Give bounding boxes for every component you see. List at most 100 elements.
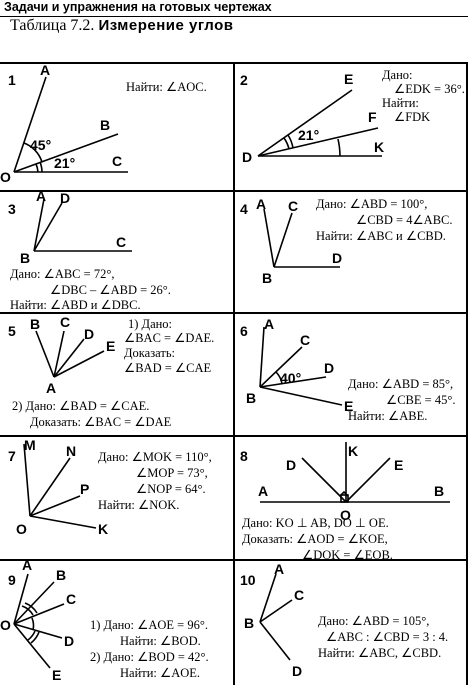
point-label: O [16, 521, 27, 537]
geometry-figure: E F K D 21° [242, 71, 384, 165]
point-label: D [292, 663, 302, 679]
point-label: A [22, 557, 32, 573]
point-label: K [348, 443, 358, 459]
problem-grid: 1 Найти: ∠AOC. A B C O 45° 21° 2 Дано: ∠… [0, 62, 468, 685]
problem-text-line: Доказать: ∠AOD = ∠KOE, [242, 532, 388, 546]
problem-text-line: Доказать: [124, 346, 176, 360]
point-label: C [116, 234, 126, 250]
problem-text-line: Найти: ∠AOE. [120, 666, 201, 680]
table-label: Таблица 7.2. [10, 17, 95, 34]
problem-text-line: Найти: ∠ABC и ∠CBD. [316, 229, 446, 243]
problem-cell-10: 10 Дано: ∠ABD = 105°, ∠ABC : ∠CBD = 3 : … [234, 560, 466, 685]
problem-text-line: ∠DOK = ∠EOB. [302, 548, 393, 562]
geometry-figure: A B C O 45° 21° [0, 62, 128, 185]
problem-text-line: ∠FDK [394, 110, 431, 124]
point-label: A [264, 316, 274, 332]
point-label: B [56, 567, 66, 583]
point-label: B [246, 390, 256, 406]
geometry-figure: B C D E A [30, 314, 115, 396]
problem-number: 1 [8, 72, 16, 88]
problem-text-line: Найти: ∠ABC, ∠CBD. [318, 646, 442, 660]
problem-text-line: ∠BAC = ∠DAE. [124, 331, 215, 345]
point-label: C [300, 332, 310, 348]
header-rule [0, 16, 468, 17]
geometry-figure: A C B D [256, 196, 342, 286]
point-label: C [294, 587, 304, 603]
point-label: B [20, 250, 30, 266]
section-title: Задачи и упражнения на готовых чертежах [4, 0, 272, 14]
problem-text-line: Дано: ∠ABC = 72°, [10, 267, 115, 281]
point-label: B [262, 270, 272, 286]
point-label: E [52, 667, 61, 683]
geometry-figure: A C B D [244, 561, 304, 679]
problem-cell-3: 3 Дано: ∠ABC = 72°, ∠DBC – ∠ABD = 26°. Н… [0, 188, 233, 312]
point-label: O [0, 617, 11, 633]
problem-text-line: Дано: ∠MOK = 110°, [98, 450, 212, 464]
point-label: D [64, 633, 74, 649]
geometry-figure: M N P K O [16, 437, 108, 537]
problem-text-line: Найти: ∠NOK. [98, 498, 180, 512]
page-header: Задачи и упражнения на готовых чертежах … [0, 0, 468, 34]
point-label: B [244, 615, 254, 631]
problem-text-line: Найти: ∠ABD и ∠DBC. [10, 298, 141, 312]
problem-cell-9: 9 1) Дано: ∠AOE = 96°. Найти: ∠BOD. 2) Д… [0, 557, 233, 685]
problem-number: 10 [240, 572, 256, 588]
point-label: E [106, 338, 115, 354]
problem-text-line: Найти: ∠ABE. [348, 409, 428, 423]
angle-label: 40° [280, 370, 301, 386]
problem-text-line: 2) Дано: ∠BAD = ∠CAE. [12, 399, 150, 413]
point-label: E [344, 71, 353, 87]
point-label: C [60, 314, 70, 330]
point-label: O [0, 169, 11, 185]
problem-text-line: 1) Дано: ∠AOE = 96°. [90, 618, 208, 632]
point-label: C [288, 198, 298, 214]
point-label: K [374, 139, 384, 155]
point-label: O [340, 507, 351, 523]
table-title: Таблица 7.2. Измерение углов [10, 17, 233, 35]
angle-label: 21° [298, 127, 319, 143]
point-label: D [60, 190, 70, 206]
point-label: M [24, 437, 36, 453]
problem-cell-8: 8 Дано: KO ⊥ AB, DO ⊥ OE. Доказать: ∠AOD… [234, 436, 466, 562]
point-label: A [46, 380, 56, 396]
problem-text-line: Найти: ∠AOC. [126, 80, 207, 94]
angle-label: 45° [30, 137, 51, 153]
problem-number: 4 [240, 201, 248, 217]
problem-text-line: Дано: ∠ABD = 100°, [316, 197, 428, 211]
problem-text-line: ∠ABC : ∠CBD = 3 : 4. [326, 630, 449, 644]
point-label: D [286, 457, 296, 473]
point-label: A [274, 561, 284, 577]
grid-divider-row-2 [0, 312, 468, 314]
problem-cell-1: 1 Найти: ∠AOC. A B C O 45° 21° [0, 62, 233, 190]
grid-divider-vertical [233, 62, 235, 685]
problem-text-line: Дано: ∠ABD = 105°, [318, 614, 430, 628]
point-label: B [100, 117, 110, 133]
problem-text-line: Найти: [382, 96, 419, 110]
point-label: P [80, 481, 89, 497]
problem-number: 9 [8, 572, 16, 588]
problem-cell-4: 4 Дано: ∠ABD = 100°, ∠CBD = 4∠ABC. Найти… [234, 191, 466, 312]
problem-number: 7 [8, 448, 16, 464]
point-label: A [40, 62, 50, 78]
problem-text-line: 2) Дано: ∠BOD = 42°. [90, 650, 209, 664]
point-label: D [324, 360, 334, 376]
problem-cell-7: 7 Дано: ∠MOK = 110°, ∠MOP = 73°, ∠NOP = … [0, 436, 233, 559]
problem-text-line: ∠CBD = 4∠ABC. [356, 213, 453, 227]
point-label: D [242, 149, 252, 165]
table-name: Измерение углов [98, 17, 234, 34]
problem-text-line: ∠EDK = 36°. [394, 82, 465, 96]
point-label: A [256, 196, 266, 212]
geometry-figure: A B C D E O [0, 557, 76, 683]
problem-text-line: Дано: ∠ABD = 85°, [348, 377, 454, 391]
geometry-figure: D K E A O B [258, 442, 450, 523]
geometry-figure: A C D E B 40° [246, 316, 353, 414]
point-label: C [66, 591, 76, 607]
point-label: E [344, 398, 353, 414]
grid-divider-row-4 [0, 559, 468, 561]
point-label: C [112, 153, 122, 169]
problem-text-line: Доказать: ∠BAC = ∠DAE [30, 415, 172, 429]
problem-cell-5: 5 1) Дано: ∠BAC = ∠DAE. Доказать: ∠BAD =… [0, 313, 233, 435]
problem-text-line: ∠CBE = 45°. [386, 393, 456, 407]
problem-text-line: ∠NOP = 64°. [136, 482, 206, 496]
problem-number: 3 [8, 201, 16, 217]
